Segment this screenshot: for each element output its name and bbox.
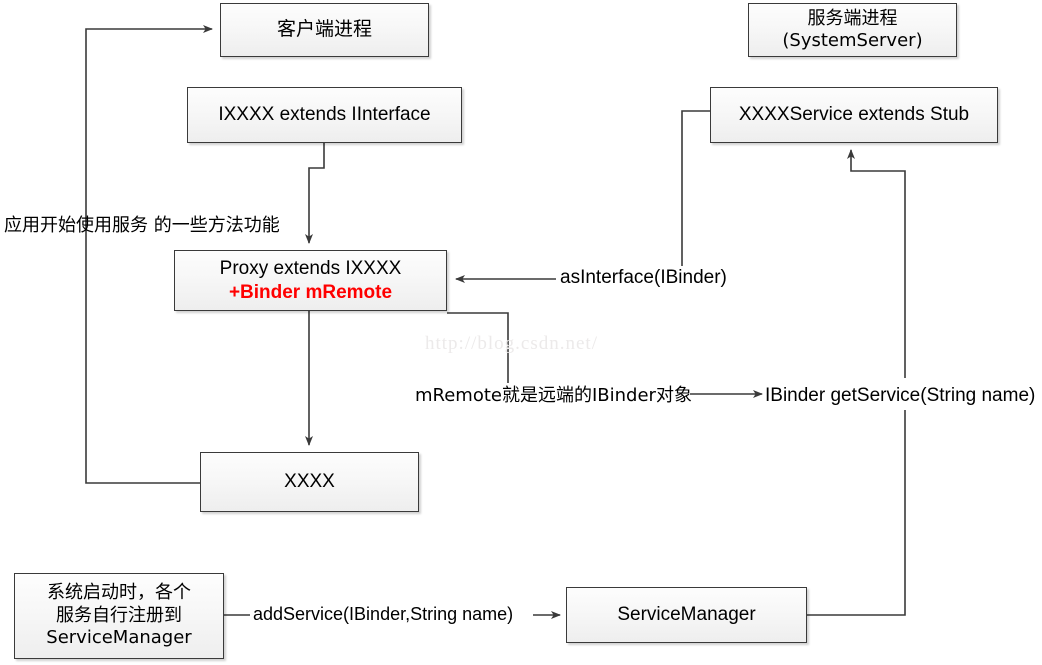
node-service-stub-label: XXXXService extends Stub bbox=[738, 104, 970, 126]
node-xxxx-label: XXXX bbox=[284, 471, 335, 493]
edge-label-as-interface: asInterface(IBinder) bbox=[560, 267, 727, 288]
node-server-process-label-line1: 服务端进程 bbox=[807, 7, 898, 29]
node-registration-note-line3: ServiceManager bbox=[46, 627, 192, 649]
edge-iinterface-to-proxy bbox=[305, 143, 325, 244]
node-service-manager[interactable]: ServiceManager bbox=[566, 587, 807, 643]
edge-label-app-use-line1: 应用开始使用服务 bbox=[4, 215, 148, 236]
watermark: http://blog.csdn.net/ bbox=[425, 333, 598, 354]
edge-label-add-service: addService(IBinder,String name) bbox=[253, 604, 514, 624]
node-service-stub[interactable]: XXXXService extends Stub bbox=[710, 87, 998, 143]
node-service-manager-label: ServiceManager bbox=[617, 604, 756, 626]
node-server-process-label-line2: (SystemServer) bbox=[782, 30, 923, 51]
node-xxxx[interactable]: XXXX bbox=[200, 452, 419, 512]
node-registration-note[interactable]: 系统启动时，各个 服务自行注册到 ServiceManager bbox=[14, 573, 224, 659]
node-iinterface-label: IXXXX extends IInterface bbox=[218, 104, 431, 126]
node-server-process[interactable]: 服务端进程 (SystemServer) bbox=[748, 3, 957, 57]
edge-stub-to-asinterface bbox=[681, 110, 710, 266]
node-proxy-label-mremote: +Binder mRemote bbox=[228, 281, 393, 303]
edge-label-get-service: IBinder getService(String name) bbox=[765, 385, 1036, 406]
node-proxy-label-line1: Proxy extends IXXXX bbox=[219, 257, 402, 279]
node-registration-note-line2: 服务自行注册到 bbox=[56, 604, 182, 626]
edge-label-mremote-note: mRemote就是远端的IBinder对象 bbox=[415, 385, 692, 406]
edge-label-app-use: 应用开始使用服务 的一些方法功能 bbox=[4, 215, 280, 237]
edge-label-app-use-line2: 的一些方法功能 bbox=[153, 215, 280, 236]
node-registration-note-line1: 系统启动时，各个 bbox=[47, 582, 191, 604]
node-iinterface[interactable]: IXXXX extends IInterface bbox=[187, 87, 462, 143]
node-client-process[interactable]: 客户端进程 bbox=[220, 3, 429, 57]
edge-servicemanager-to-getservice bbox=[807, 410, 906, 616]
node-client-process-label: 客户端进程 bbox=[276, 18, 372, 41]
node-proxy[interactable]: Proxy extends IXXXX +Binder mRemote bbox=[174, 250, 447, 311]
edge-getservice-to-stub bbox=[847, 149, 906, 378]
